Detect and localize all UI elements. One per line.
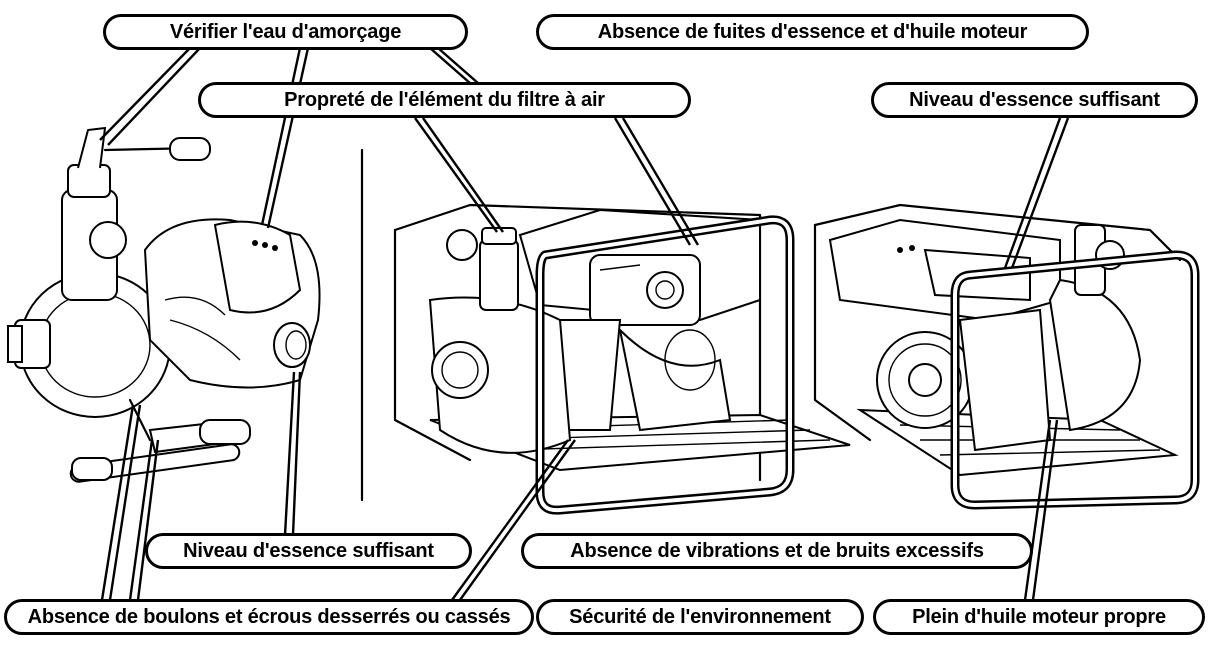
- label-fuel-level-right: Niveau d'essence suffisant: [871, 82, 1198, 118]
- leader-lines: [99, 47, 1070, 601]
- label-no-leaks: Absence de fuites d'essence et d'huile m…: [536, 14, 1089, 50]
- label-vibrations: Absence de vibrations et de bruits exces…: [521, 533, 1033, 569]
- label-primer-water: Vérifier l'eau d'amorçage: [103, 14, 468, 50]
- small-pump-illustration: [7, 126, 321, 483]
- label-air-filter: Propreté de l'élément du filtre à air: [198, 82, 691, 118]
- label-fuel-level-left: Niveau d'essence suffisant: [145, 533, 472, 569]
- label-environment: Sécurité de l'environnement: [536, 599, 864, 635]
- framed-pump-front-illustration: [393, 203, 851, 515]
- label-engine-oil: Plein d'huile moteur propre: [873, 599, 1205, 635]
- label-loose-bolts: Absence de boulons et écrous desserrés o…: [4, 599, 534, 635]
- framed-pump-rear-illustration: [813, 203, 1200, 510]
